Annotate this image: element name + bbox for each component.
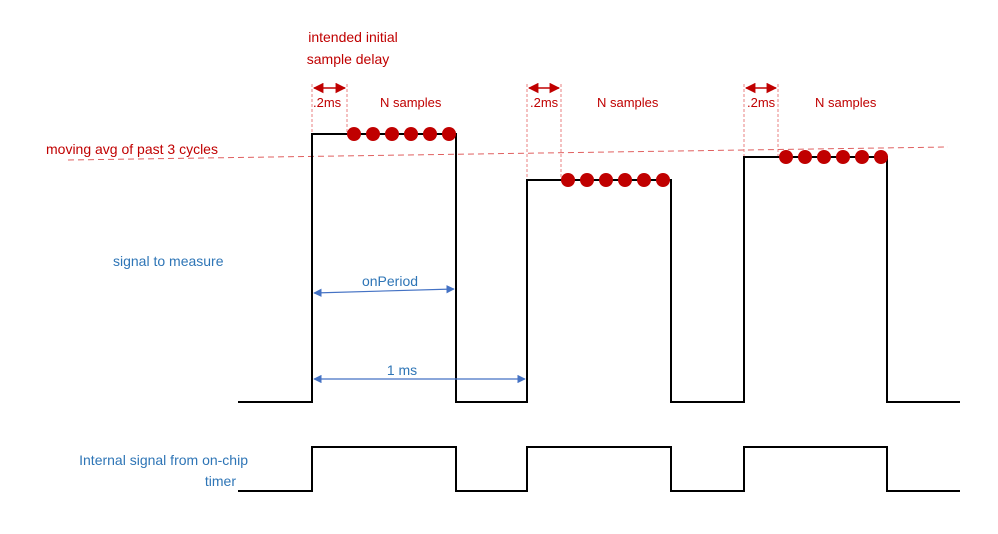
delay-value-1: .2ms (313, 95, 342, 110)
moving-avg-label: moving avg of past 3 cycles (46, 141, 218, 157)
sample-dot-cycle3-2 (798, 150, 812, 164)
sample-dot-cycle1-4 (404, 127, 418, 141)
sample-dot-cycle1-6 (442, 127, 456, 141)
sample-dot-cycle2-6 (656, 173, 670, 187)
sample-dot-cycle1-1 (347, 127, 361, 141)
on-period-arrow (313, 285, 455, 297)
period-label: 1 ms (387, 362, 417, 378)
n-samples-label-3: N samples (815, 95, 877, 110)
moving-avg-line (67, 146, 949, 161)
measured-signal-waveform (238, 133, 960, 403)
sample-dot-cycle2-2 (580, 173, 594, 187)
internal-signal-label-line2: timer (205, 473, 236, 489)
sample-dot-cycle2-5 (637, 173, 651, 187)
sample-dot-cycle2-1 (561, 173, 575, 187)
sample-dot-cycle3-4 (836, 150, 850, 164)
sample-delay-label-line2: sample delay (307, 51, 390, 67)
delay-guides (311, 84, 779, 180)
sample-dots (347, 127, 888, 187)
internal-timer-waveform (238, 446, 960, 492)
sample-dot-cycle3-3 (817, 150, 831, 164)
sample-dot-cycle3-6 (874, 150, 888, 164)
internal-signal-label-line1: Internal signal from on-chip (79, 452, 248, 468)
sample-dot-cycle1-5 (423, 127, 437, 141)
n-samples-label-1: N samples (380, 95, 442, 110)
n-samples-label-2: N samples (597, 95, 659, 110)
sample-dot-cycle2-3 (599, 173, 613, 187)
on-period-label: onPeriod (362, 273, 418, 289)
sample-delay-label-line1: intended initial (308, 29, 398, 45)
sample-dot-cycle1-2 (366, 127, 380, 141)
sample-dot-cycle3-1 (779, 150, 793, 164)
sample-dot-cycle3-5 (855, 150, 869, 164)
sample-dot-cycle1-3 (385, 127, 399, 141)
delay-value-3: .2ms (747, 95, 776, 110)
delay-value-2: .2ms (530, 95, 559, 110)
signal-to-measure-label: signal to measure (113, 253, 224, 269)
sample-dot-cycle2-4 (618, 173, 632, 187)
